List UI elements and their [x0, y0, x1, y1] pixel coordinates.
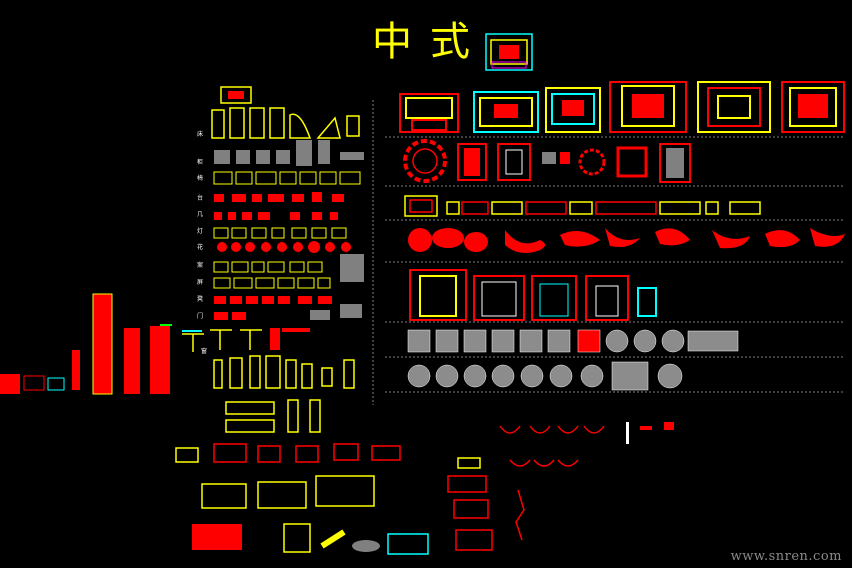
row-label: 门	[197, 313, 204, 320]
row-label: 凳	[197, 296, 204, 303]
round-medallions-row	[407, 361, 683, 391]
site-watermark: www.snren.com	[730, 549, 842, 564]
small-fixtures	[499, 422, 674, 467]
bottom-furniture-set	[175, 399, 525, 555]
sofa-set-header-icon	[485, 33, 533, 71]
left-catalog-grid	[182, 86, 364, 389]
row-label: 案	[197, 262, 204, 269]
cabinets-row	[404, 195, 761, 217]
separator-lines	[372, 100, 845, 405]
row-label: 床	[197, 131, 204, 138]
dining-tables-row	[403, 139, 691, 183]
decor-ornaments-row	[408, 228, 845, 254]
row-label: 柜	[197, 159, 204, 166]
page-title: 中式	[372, 19, 488, 65]
lattice-panels-row	[407, 329, 739, 353]
sofa-sets-row	[399, 81, 845, 133]
row-label: 台	[197, 195, 204, 202]
row-label: 灯	[197, 228, 204, 235]
row-label: 椅	[197, 175, 204, 182]
row-label: 窗	[201, 348, 208, 355]
beds-row	[409, 269, 657, 321]
row-label: 花	[197, 244, 204, 251]
row-label: 几	[197, 211, 204, 218]
row-label: 屏	[197, 279, 204, 286]
elevation-panels	[0, 293, 202, 395]
